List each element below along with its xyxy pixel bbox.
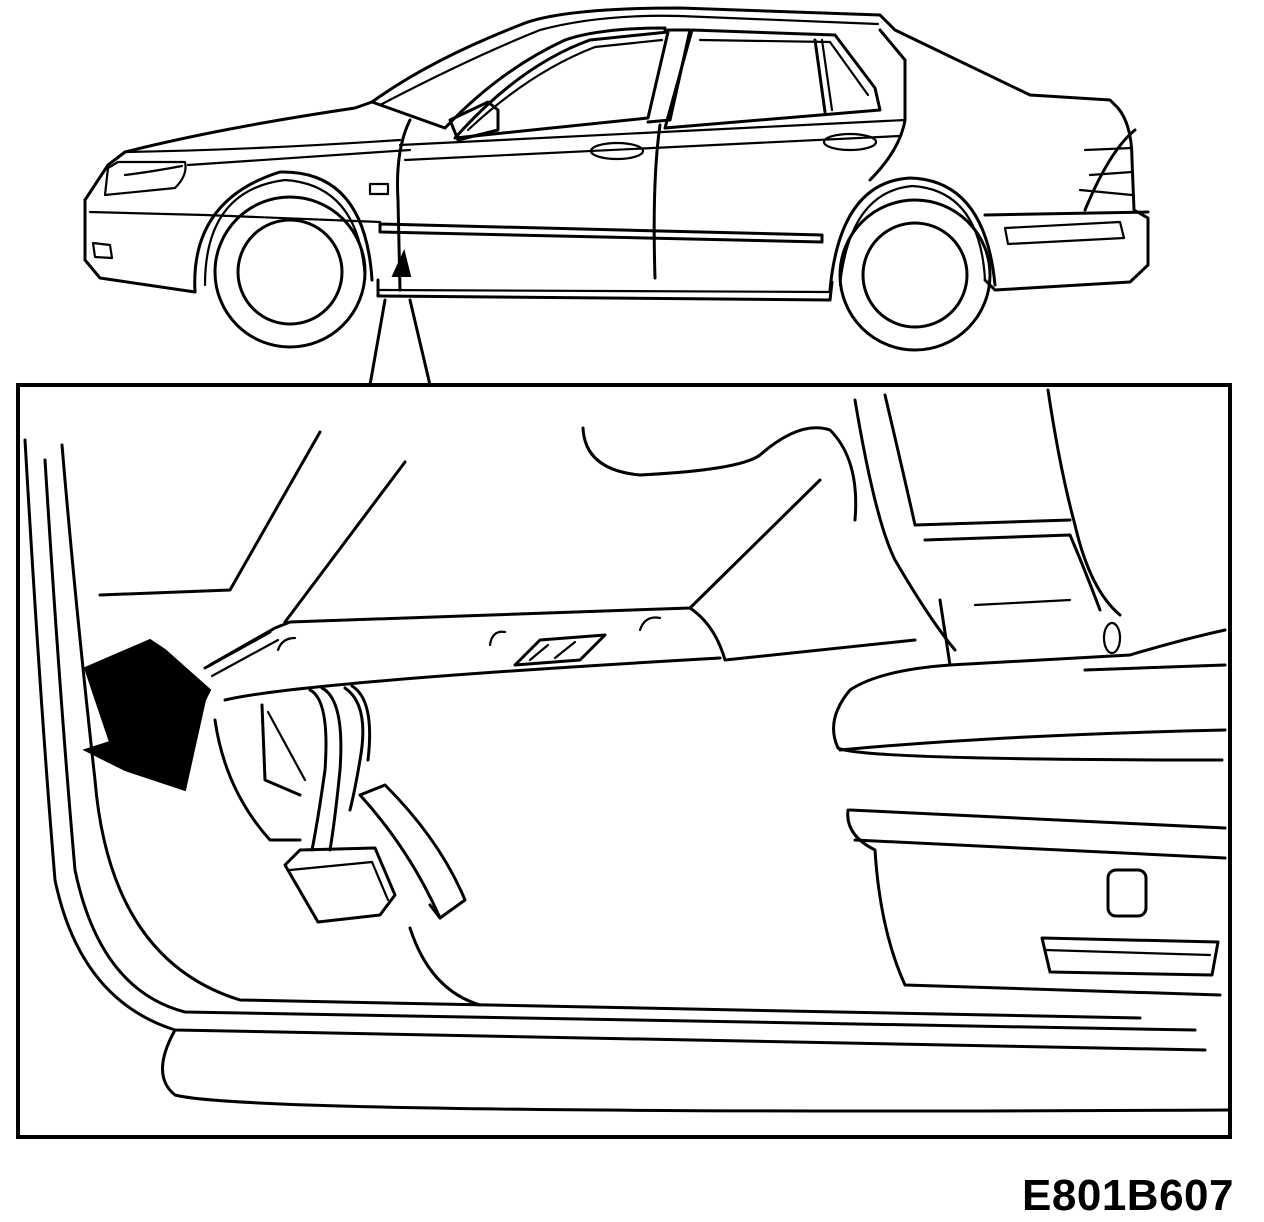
figure-code: E801B607 xyxy=(1022,1171,1234,1220)
arrow-icon xyxy=(82,638,212,792)
car-side-view xyxy=(83,6,1150,352)
callout-leader xyxy=(368,298,432,387)
detail-interior-view xyxy=(23,388,1232,1113)
detail-frame xyxy=(16,383,1232,1139)
